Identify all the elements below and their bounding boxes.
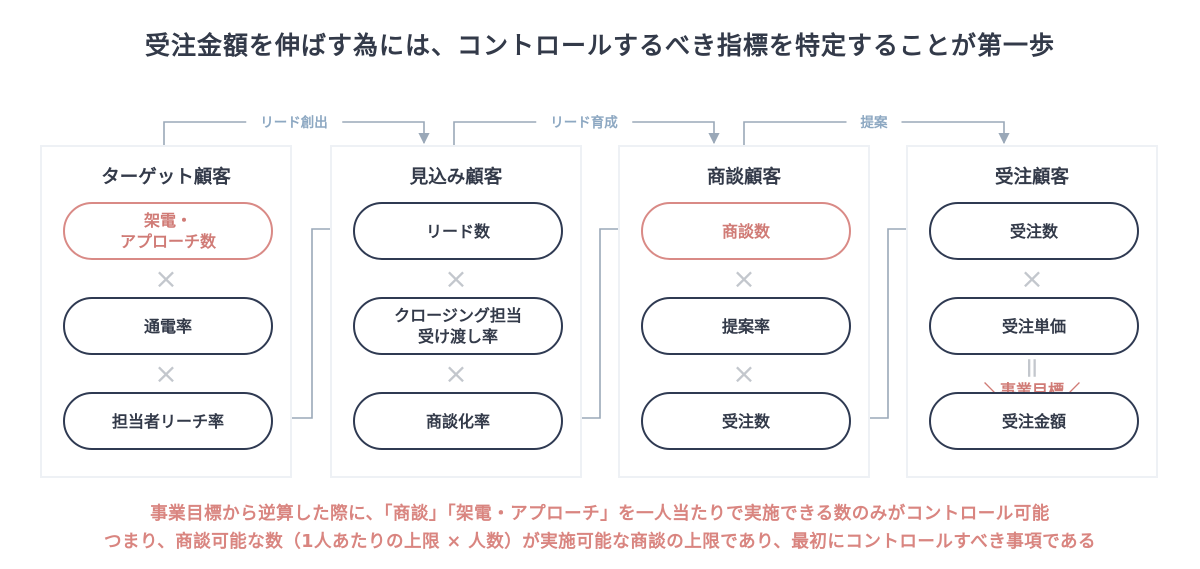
stage-title: 見込み顧客 bbox=[409, 167, 503, 188]
multiply-operator: × bbox=[732, 262, 756, 295]
note-line-2: つまり、商談可能な数（1人あたりの上限 × 人数）が実施可能な商談の上限であり、… bbox=[103, 532, 1097, 552]
stage-panel-target-customers: ターゲット顧客 架電・ アプローチ数 × 通電率 × 担当者リーチ率 bbox=[40, 145, 292, 478]
equals-operator: = bbox=[1016, 356, 1049, 380]
stage-panel-ordered-customers: 受注顧客 受注数 × 受注単価 = ＼事業目標／ 受注金額 bbox=[906, 145, 1158, 478]
metric-order-unit-price: 受注単価 bbox=[929, 297, 1139, 355]
stage-panel-deal-customers: 商談顧客 商談数 × 提案率 × 受注数 bbox=[618, 145, 870, 478]
metric-call-approach-count: 架電・ アプローチ数 bbox=[63, 202, 273, 260]
stage-title: 受注顧客 bbox=[994, 167, 1069, 188]
metric-lead-count: リード数 bbox=[353, 202, 563, 260]
flow-label-lead-nurturing: リード育成 bbox=[536, 113, 632, 133]
multiply-operator: × bbox=[444, 262, 468, 295]
stage-panel-prospects: 見込み顧客 リード数 × クロージング担当 受け渡し率 × 商談化率 bbox=[330, 145, 582, 478]
stage-title: 商談顧客 bbox=[706, 167, 781, 188]
page-title: 受注金額を伸ばす為には、コントロールするべき指標を特定することが第一歩 bbox=[144, 31, 1055, 60]
metric-order-count: 受注数 bbox=[929, 202, 1139, 260]
multiply-operator: × bbox=[1020, 262, 1044, 295]
flow-label-lead-generation: リード創出 bbox=[246, 113, 342, 133]
flow-label-proposal: 提案 bbox=[846, 113, 902, 133]
metric-decision-maker-reach-rate: 担当者リーチ率 bbox=[63, 392, 273, 450]
multiply-operator: × bbox=[154, 357, 178, 390]
metric-deal-conversion-rate: 商談化率 bbox=[353, 392, 563, 450]
metric-proposal-rate: 提案率 bbox=[641, 297, 851, 355]
metric-deal-count: 商談数 bbox=[641, 202, 851, 260]
metric-handover-rate: クロージング担当 受け渡し率 bbox=[353, 297, 563, 355]
multiply-operator: × bbox=[444, 357, 468, 390]
metric-order-count: 受注数 bbox=[641, 392, 851, 450]
note-line-1: 事業目標から逆算した際に、「商談」「架電・アプローチ」を一人当たりで実施できる数… bbox=[150, 504, 1050, 524]
multiply-operator: × bbox=[154, 262, 178, 295]
multiply-operator: × bbox=[732, 357, 756, 390]
metric-connection-rate: 通電率 bbox=[63, 297, 273, 355]
metric-order-amount: 受注金額 bbox=[929, 392, 1139, 450]
stage-title: ターゲット顧客 bbox=[101, 167, 231, 188]
